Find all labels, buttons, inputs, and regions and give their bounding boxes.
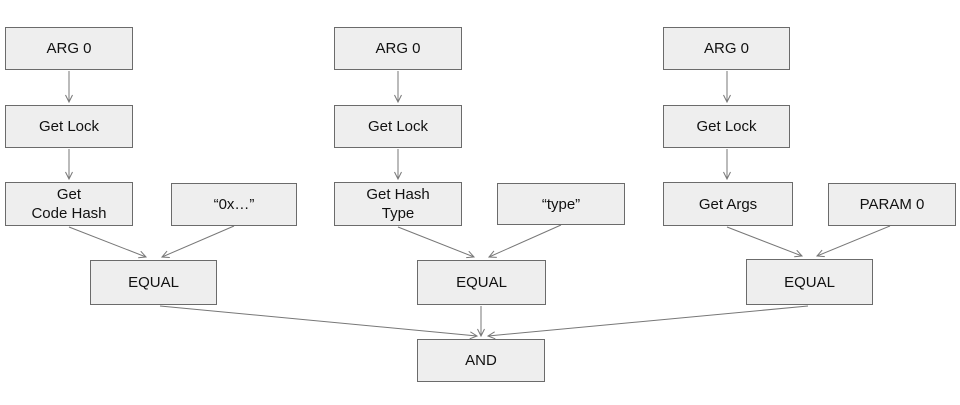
node-get-lock-2: Get Lock bbox=[334, 105, 462, 148]
node-get-lock-3: Get Lock bbox=[663, 105, 790, 148]
node-type-literal: “type” bbox=[497, 183, 625, 225]
edge-param0-to-equal-3 bbox=[815, 225, 891, 258]
edge-get-code-hash-to-equal-1 bbox=[68, 226, 148, 259]
node-arg0-2: ARG 0 bbox=[334, 27, 462, 70]
edge-hex-literal-to-equal-1 bbox=[160, 225, 235, 258]
node-get-lock-1: Get Lock bbox=[5, 105, 133, 148]
node-param0: PARAM 0 bbox=[828, 183, 956, 226]
node-get-hash-type: Get Hash Type bbox=[334, 182, 462, 226]
node-and: AND bbox=[417, 339, 545, 382]
node-hex-literal: “0x…” bbox=[171, 183, 297, 226]
node-get-args: Get Args bbox=[663, 182, 793, 226]
node-equal-1: EQUAL bbox=[90, 260, 217, 305]
node-arg0-3: ARG 0 bbox=[663, 27, 790, 70]
edge-type-literal-to-equal-2 bbox=[487, 224, 562, 258]
node-get-code-hash: Get Code Hash bbox=[5, 182, 133, 226]
node-arg0-1: ARG 0 bbox=[5, 27, 133, 70]
node-equal-3: EQUAL bbox=[746, 259, 873, 305]
edge-get-args-to-equal-3 bbox=[726, 226, 804, 258]
edge-get-hash-type-to-equal-2 bbox=[397, 226, 476, 259]
edge-equal-3-to-and bbox=[486, 305, 809, 340]
edge-equal-1-to-and bbox=[159, 305, 479, 340]
node-equal-2: EQUAL bbox=[417, 260, 546, 305]
